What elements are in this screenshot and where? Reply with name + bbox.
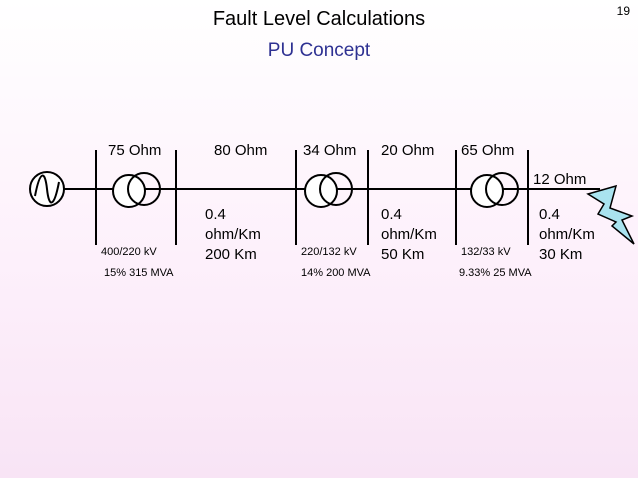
t1-rating: 15% 315 MVA [104, 267, 174, 279]
t3-voltage: 132/33 kV [461, 246, 511, 258]
line1-params: 0.4 ohm/Km 200 Km [205, 205, 261, 265]
line1-length: 200 Km [205, 246, 257, 263]
t1-voltage: 400/220 kV [101, 246, 157, 258]
transformer-1-icon [112, 172, 161, 208]
t3-impedance-label: 65 Ohm [461, 142, 515, 159]
line1-unit: ohm/Km [205, 226, 261, 243]
t3-rating: 9.33% 25 MVA [459, 267, 532, 279]
slide-title: Fault Level Calculations [212, 8, 426, 30]
t2-rating: 14% 200 MVA [301, 267, 371, 279]
fault-bolt-icon [586, 184, 635, 245]
transformer-2-icon [304, 172, 353, 208]
line2-length: 50 Km [381, 246, 425, 263]
slide-subtitle: PU Concept [267, 40, 371, 61]
slide-number: 19 [616, 4, 630, 18]
t2-impedance-label: 34 Ohm [303, 142, 357, 159]
line3-impedance-label: 12 Ohm [533, 171, 587, 188]
line3-rate: 0.4 [539, 206, 560, 223]
line2-unit: ohm/Km [381, 226, 437, 243]
t2-voltage: 220/132 kV [301, 246, 357, 258]
transformer-3-icon [470, 172, 519, 208]
line2-impedance-label: 20 Ohm [381, 142, 435, 159]
line3-params: 0.4 ohm/Km 30 Km [539, 205, 595, 265]
line3-length: 30 Km [539, 246, 583, 263]
line2-rate: 0.4 [381, 206, 402, 223]
generator-icon [29, 171, 65, 207]
gen-impedance-label: 75 Ohm [108, 142, 162, 159]
line3-unit: ohm/Km [539, 226, 595, 243]
line1-rate: 0.4 [205, 206, 226, 223]
line2-params: 0.4 ohm/Km 50 Km [381, 205, 437, 265]
line1-impedance-label: 80 Ohm [214, 142, 268, 159]
